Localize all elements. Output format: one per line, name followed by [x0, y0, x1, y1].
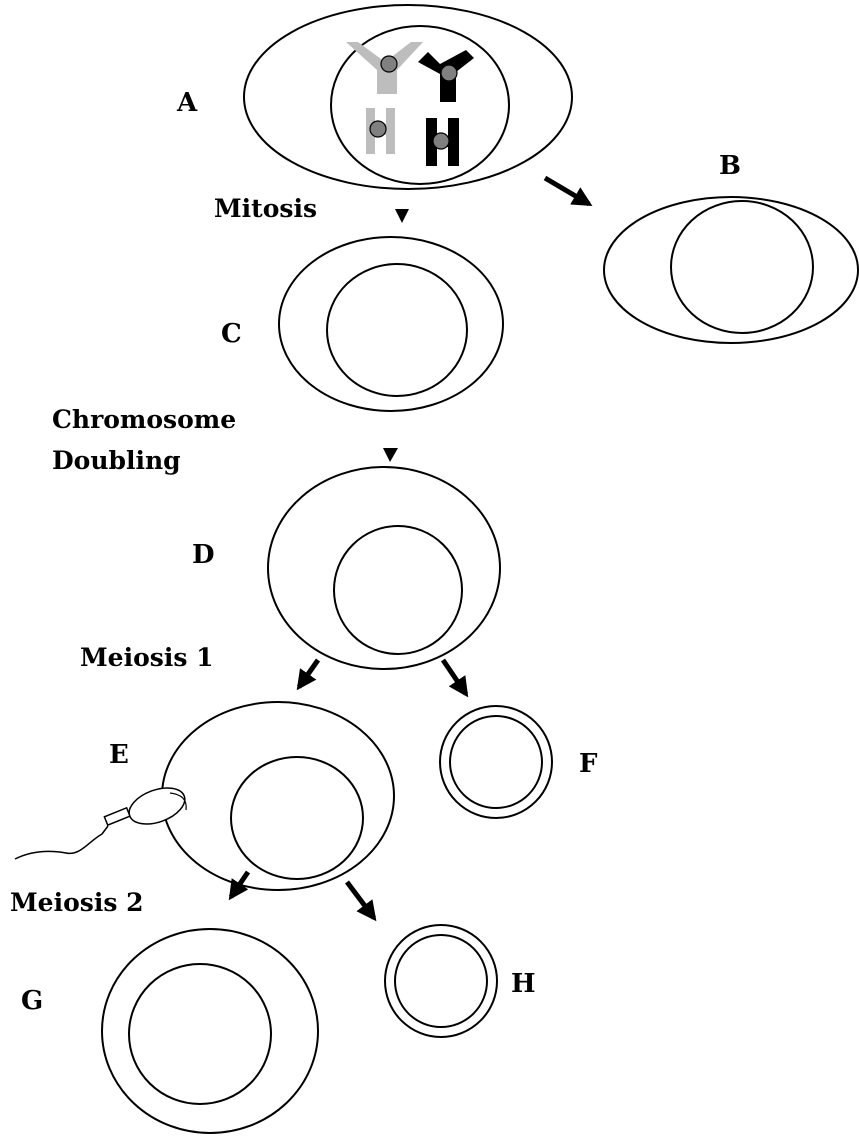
arrow-a-to-c	[395, 209, 409, 223]
chromosome-dark-large	[418, 50, 474, 102]
cell-c-nucleus	[327, 264, 467, 396]
cell-h	[385, 925, 497, 1037]
centromere	[433, 133, 449, 149]
cell-e-nucleus	[231, 757, 363, 879]
arrow-d-to-f	[443, 660, 466, 694]
arrow-e-to-h	[347, 882, 374, 918]
process-label-chromosome-doubling-line1: Chromosome	[52, 405, 236, 434]
arrow-a-to-b	[545, 178, 589, 204]
process-label-chromosome-doubling-line2: Doubling	[52, 446, 181, 475]
stage-label-b: B	[719, 151, 741, 181]
chromosome-light-small	[366, 108, 395, 154]
centromere	[441, 65, 457, 81]
cell-b-membrane	[604, 197, 858, 343]
cell-d-nucleus	[334, 526, 462, 654]
process-label-meiosis-1: Meiosis 1	[80, 643, 214, 672]
cell-e	[162, 702, 394, 890]
sperm	[15, 781, 190, 859]
process-label-mitosis: Mitosis	[214, 194, 317, 223]
arrow-d-to-e	[299, 660, 318, 687]
cell-c-membrane	[279, 237, 503, 411]
cell-g	[102, 929, 318, 1133]
arrow-c-to-d	[383, 448, 398, 462]
cell-h-membrane	[385, 925, 497, 1037]
stage-label-f: F	[579, 749, 598, 779]
cell-b	[604, 197, 858, 343]
stage-label-d: D	[192, 540, 215, 570]
stage-label-c: C	[221, 319, 242, 349]
cell-c	[279, 237, 503, 411]
arrow-e-to-g	[231, 872, 248, 897]
stage-label-e: E	[109, 740, 129, 770]
stage-label-a: A	[176, 88, 198, 118]
process-label-meiosis-2: Meiosis 2	[10, 888, 144, 917]
cell-d	[268, 467, 500, 669]
stage-label-h: H	[511, 969, 536, 999]
sperm-midpiece	[104, 808, 130, 825]
cell-h-nucleus	[395, 935, 487, 1027]
sperm-head	[124, 781, 189, 831]
cell-f-membrane	[440, 706, 552, 818]
centromere	[370, 121, 386, 137]
chromosomes	[346, 42, 474, 166]
sperm-tail	[15, 826, 108, 859]
chromosome-light-large	[346, 42, 423, 94]
cell-f-nucleus	[450, 716, 542, 808]
cell-f	[440, 706, 552, 818]
chromosome-dark-small	[426, 118, 459, 166]
cell-g-nucleus	[129, 964, 271, 1104]
cell-d-membrane	[268, 467, 500, 669]
cell-a-membrane	[244, 5, 572, 189]
stage-label-g: G	[21, 986, 43, 1016]
cell-a	[244, 5, 572, 189]
centromere	[381, 56, 397, 72]
cell-b-nucleus	[671, 201, 813, 333]
